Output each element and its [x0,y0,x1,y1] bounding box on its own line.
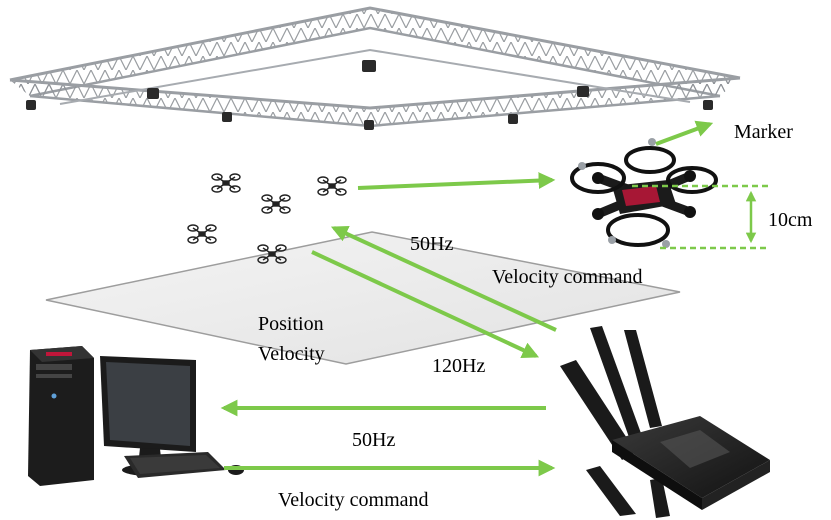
rate-command-lower-label: 50Hz [352,429,395,451]
computer-icon [28,346,244,486]
height-dimension [632,184,770,250]
drone-swarm [187,173,347,264]
router-icon [560,326,770,518]
rate-command-upper-label: 50Hz [410,233,453,255]
velocity-command-upper-label: Velocity command [492,266,643,288]
camera-icon [364,120,374,130]
marker-ball [662,240,670,248]
height-label: 10cm [768,209,813,231]
mini-drone-icon [317,176,347,196]
velocity-label: Velocity [258,343,325,365]
rate-mocap-label: 120Hz [432,355,485,377]
mocap-to-router-arrow [311,250,540,358]
mini-drone-icon [257,244,287,264]
mini-drone-icon [261,194,291,214]
large-drone-icon [570,138,718,248]
camera-icon [703,100,713,110]
mini-drone-icon [187,224,217,244]
marker-ball [608,236,616,244]
marker-label: Marker [734,121,793,143]
camera-icon [222,112,232,122]
router-to-drone-arrow [330,225,557,332]
camera-icon [362,60,376,72]
marker-ball [578,162,586,170]
marker-pointer-arrow [655,120,714,146]
marker-ball [648,138,656,146]
mini-drone-icon [211,173,241,193]
camera-icon [147,88,159,99]
camera-icon [577,86,589,97]
position-label: Position [258,313,324,335]
camera-icon [26,100,36,110]
swarm-to-drone-arrow [357,172,556,190]
capture-floor [45,231,681,365]
motion-capture-camera-icons [26,60,713,130]
camera-icon [508,114,518,124]
velocity-command-lower-label: Velocity command [278,489,429,511]
